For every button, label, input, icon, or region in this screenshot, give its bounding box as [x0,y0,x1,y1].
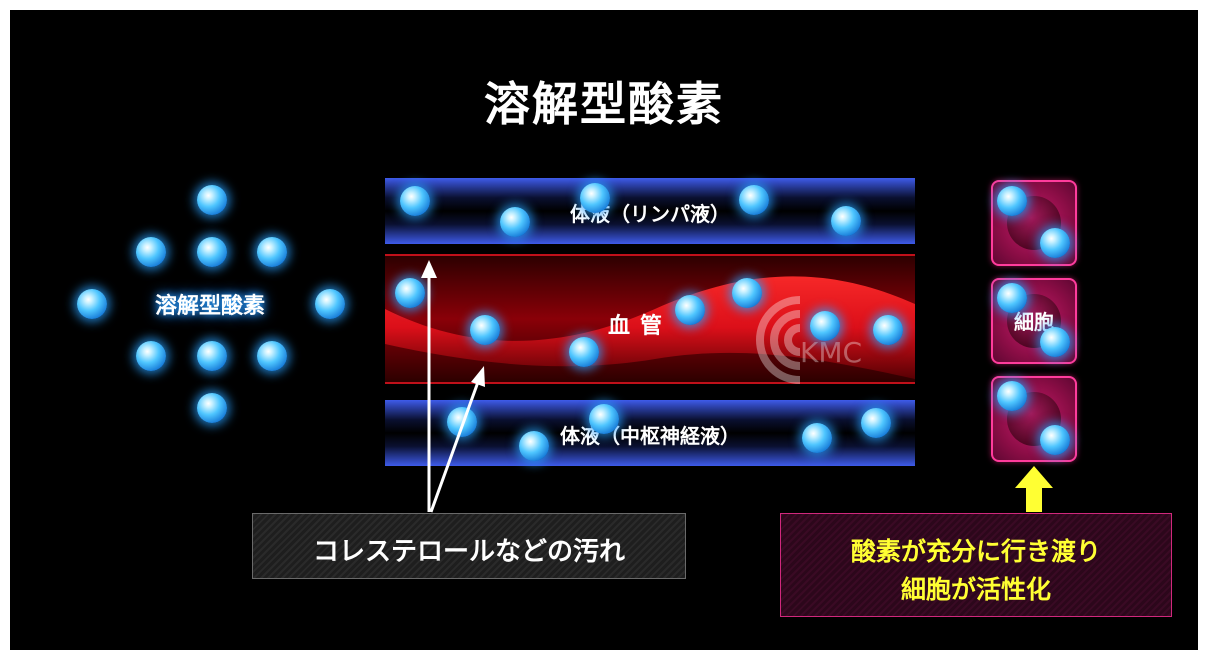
deposit-arrow-vertical-icon [421,260,437,512]
oxygen-dot [997,283,1027,313]
oxygen-dot [136,237,166,267]
activation-arrow-up-icon [1015,466,1053,512]
oxygen-dot [580,183,610,213]
deposit-arrow-diagonal-icon [429,366,485,513]
oxygen-dot [257,237,287,267]
oxygen-dot [1040,327,1070,357]
oxygen-dot [315,289,345,319]
oxygen-dot [197,185,227,215]
kmc-watermark-text: KMC [800,336,863,369]
oxygen-dot [197,237,227,267]
result-caption-line2: 細胞が活性化 [900,575,1051,604]
oxygen-dot [197,341,227,371]
body-fluid-csf-label: 体液（中枢神経液） [560,424,740,448]
oxygen-dot [810,311,840,341]
oxygen-dot [739,185,769,215]
oxygen-dot [589,404,619,434]
oxygen-dot [197,393,227,423]
oxygen-dot [136,341,166,371]
oxygen-dot [831,206,861,236]
deposits-caption: コレステロールなどの汚れ [312,537,625,567]
slide-title: 溶解型酸素 [484,77,724,131]
deposits-caption-box: コレステロールなどの汚れ [252,513,686,579]
oxygen-dot [997,186,1027,216]
body-fluid-lymph-band: 体液（リンパ液） [385,178,915,244]
oxygen-dot [732,278,762,308]
oxygen-dot [802,423,832,453]
oxygen-dot [873,315,903,345]
arrows [421,260,1053,513]
oxygen-dot [569,337,599,367]
oxygen-dot [470,315,500,345]
oxygen-cluster-label: 溶解型酸素 [154,294,265,319]
slide: 溶解型酸素 溶解型酸素 体液（リンパ液） [10,10,1198,650]
blood-vessel-label: 血管 [607,314,672,339]
result-caption-line1: 酸素が充分に行き渡り [850,537,1101,566]
oxygen-dot [1040,228,1070,258]
oxygen-dot [675,295,705,325]
result-caption-box: 酸素が充分に行き渡り 細胞が活性化 [780,513,1172,617]
oxygen-dot [997,381,1027,411]
kmc-watermark-icon [756,296,801,384]
oxygen-dot [400,186,430,216]
oxygen-dot [395,278,425,308]
oxygen-dot [1040,425,1070,455]
oxygen-dot [500,207,530,237]
oxygen-dot [257,341,287,371]
oxygen-dot [77,289,107,319]
oxygen-dot [861,408,891,438]
oxygen-dot [519,431,549,461]
